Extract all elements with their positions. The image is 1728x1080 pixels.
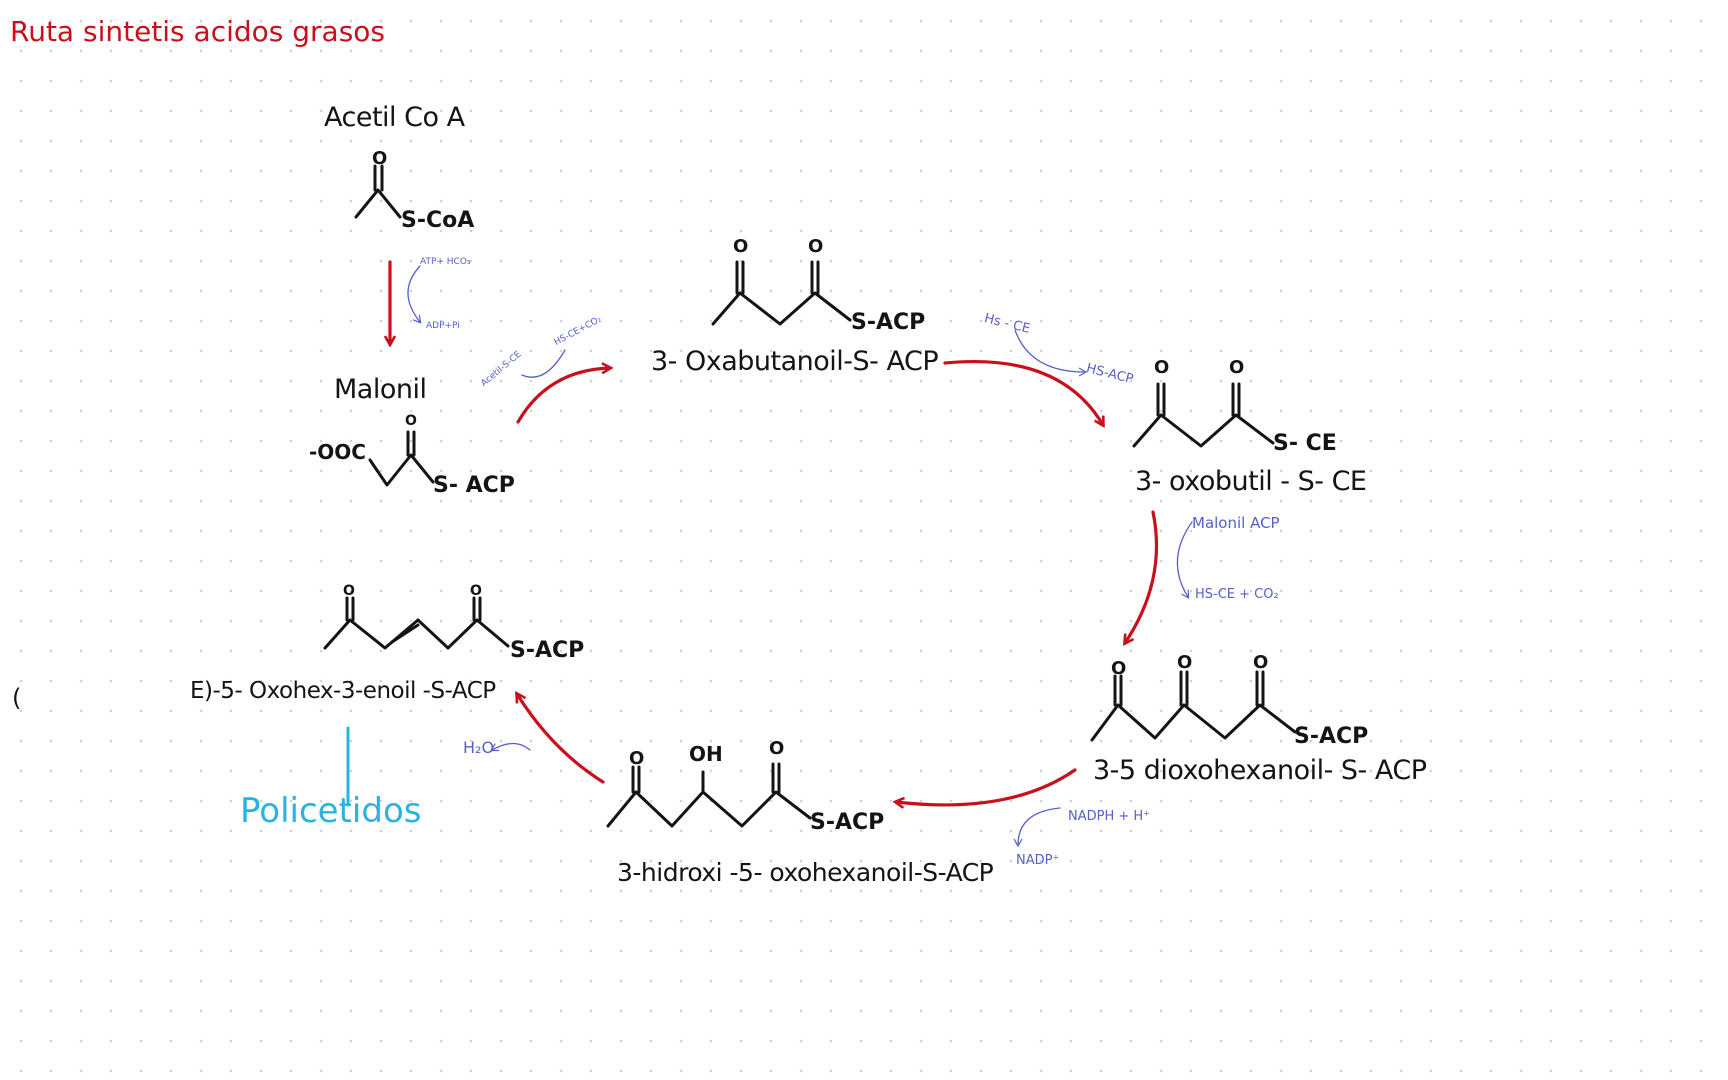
oxabutanoil-name: 3- Oxabutanoil-S- ACP bbox=[651, 346, 939, 377]
diagram-title: Ruta sintetis acidos grasos bbox=[10, 15, 386, 48]
acetil-oxygen: O bbox=[372, 148, 388, 169]
arrow-oxabutanoil-to-oxobutil bbox=[943, 359, 1103, 425]
arrow-hidroxi-to-enoil bbox=[517, 694, 605, 784]
acetil-name: Acetil Co A bbox=[324, 102, 465, 133]
hidroxi-group: S-ACP bbox=[810, 810, 885, 835]
dioxohexanoil-oxygen-3: O bbox=[1253, 652, 1269, 673]
enoil-oxygen-1: O bbox=[343, 583, 355, 599]
cofactor-malonil-acp: Malonil ACP bbox=[1192, 514, 1280, 532]
malonil-structure bbox=[368, 430, 435, 487]
malonil-prefix: -OOC bbox=[309, 440, 366, 464]
dioxohexanoil-oxygen-2: O bbox=[1177, 652, 1193, 673]
cofactor-atp: ATP+ HCO₃ bbox=[420, 257, 471, 267]
cofactor-adp: ADP+Pi bbox=[426, 321, 460, 331]
malonil-oxygen: O bbox=[405, 413, 417, 429]
arrow-malonil-to-oxabutanoil bbox=[516, 368, 610, 424]
oxobutil-group: S- CE bbox=[1273, 431, 1337, 456]
cofactor-nadp: NADP⁺ bbox=[1016, 853, 1060, 868]
cofactor-water: H₂O bbox=[463, 738, 495, 757]
stray-mark: ( bbox=[12, 684, 22, 712]
oxabutanoil-group: S-ACP bbox=[851, 310, 926, 335]
dioxohexanoil-structure bbox=[1090, 670, 1297, 742]
oxabutanoil-oxygen-2: O bbox=[808, 236, 824, 257]
oxobutil-structure bbox=[1132, 382, 1275, 448]
arrow-dioxohexanoil-to-hidroxi bbox=[896, 768, 1077, 805]
reaction-arrows bbox=[390, 260, 1159, 805]
dioxohexanoil-oxygen-1: O bbox=[1111, 658, 1127, 679]
hidroxi-name: 3-hidroxi -5- oxohexanoil-S-ACP bbox=[617, 858, 994, 887]
acetil-structure bbox=[354, 164, 402, 219]
enoil-structure bbox=[323, 596, 510, 650]
enoil-oxygen-2: O bbox=[470, 583, 482, 599]
arrow-oxobutil-to-dioxohexanoil bbox=[1125, 510, 1159, 643]
cofactor-hsce-co2-out: HS-CE + CO₂ bbox=[1195, 587, 1279, 602]
cofactor-nadph: NADPH + H⁺ bbox=[1068, 809, 1151, 824]
hidroxi-oxygen-1: O bbox=[629, 748, 645, 769]
enoil-name: E)-5- Oxohex-3-enoil -S-ACP bbox=[190, 678, 496, 704]
cofactor-arrows bbox=[407, 265, 1193, 848]
malonil-group: S- ACP bbox=[433, 473, 515, 498]
hidroxi-structure bbox=[606, 762, 812, 828]
dioxohexanoil-group: S-ACP bbox=[1294, 724, 1369, 749]
oxabutanoil-oxygen-1: O bbox=[733, 236, 749, 257]
malonil-name: Malonil bbox=[334, 374, 427, 405]
dioxohexanoil-name: 3-5 dioxohexanoil- S- ACP bbox=[1093, 755, 1427, 786]
enoil-group: S-ACP bbox=[510, 638, 585, 663]
hidroxi-oxygen-2: O bbox=[769, 738, 785, 759]
oxabutanoil-structure bbox=[711, 260, 852, 326]
hidroxi-hydroxyl: OH bbox=[689, 742, 723, 766]
product-policetidos: Policetidos bbox=[240, 791, 422, 831]
oxobutil-oxygen-2: O bbox=[1229, 357, 1245, 378]
acetil-group: S-CoA bbox=[401, 208, 475, 233]
oxobutil-oxygen-1: O bbox=[1154, 357, 1170, 378]
oxobutil-name: 3- oxobutil - S- CE bbox=[1135, 466, 1367, 497]
